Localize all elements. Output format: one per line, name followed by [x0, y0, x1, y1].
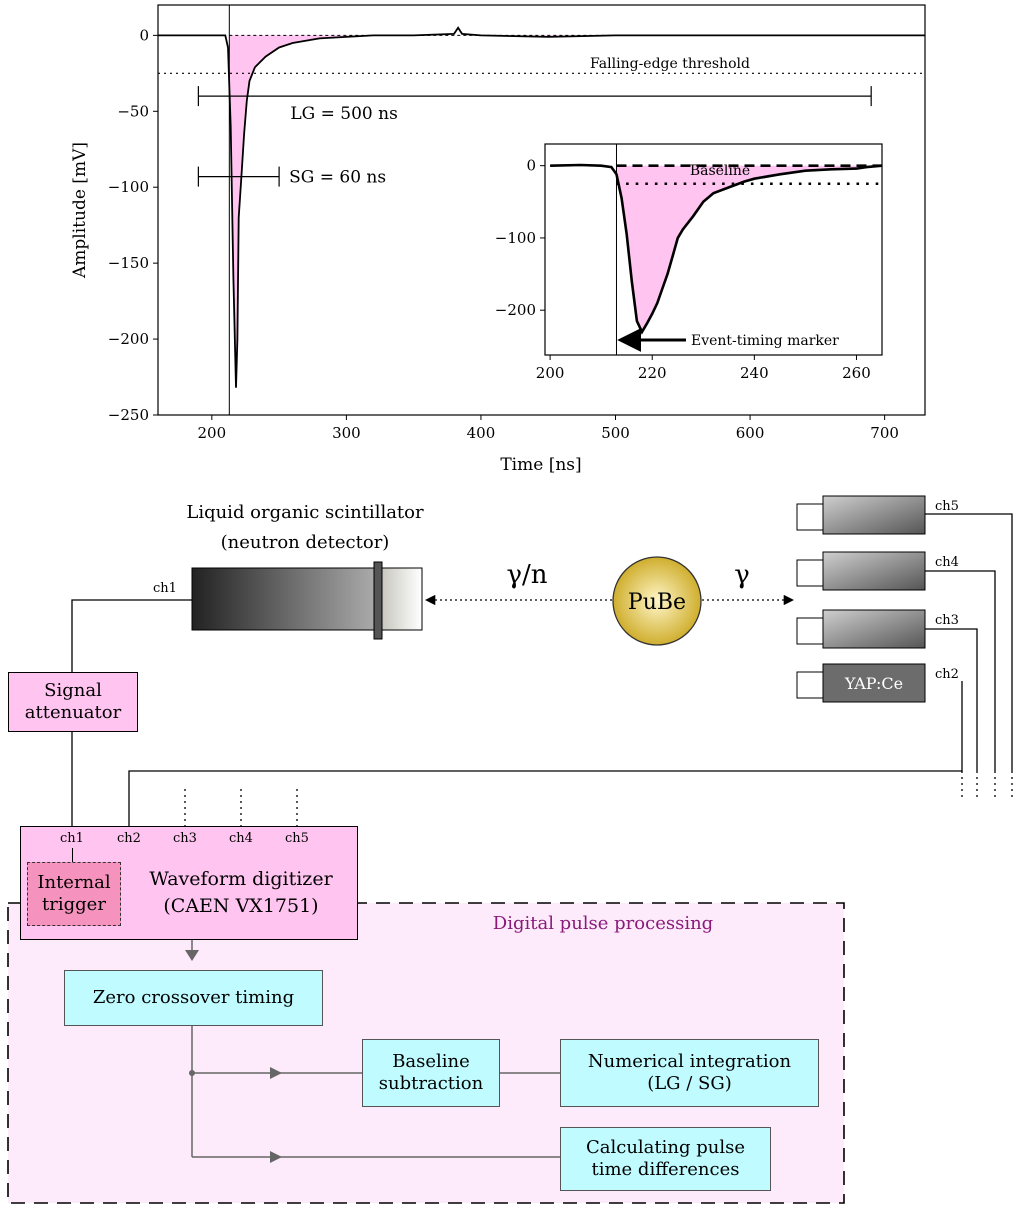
- pmt-body: [822, 663, 926, 703]
- digitizer-tick: [72, 848, 73, 862]
- pmt-window: [796, 617, 824, 645]
- pmt-channel-label: ch5: [935, 499, 959, 514]
- lg-gate-label: LG = 500 ns: [290, 104, 397, 124]
- pmt-body: [822, 495, 926, 535]
- x-axis-label: Time [ns]: [500, 455, 581, 475]
- detector-flange: [373, 561, 383, 640]
- pmt-window: [796, 559, 824, 587]
- detector-window: [381, 567, 423, 631]
- pmt-body: [822, 551, 926, 591]
- digitizer-channel-label: ch4: [229, 831, 253, 846]
- scintillator-cell: [191, 567, 376, 631]
- y-tick-label: −200: [495, 301, 536, 319]
- detector-title-line2: (neutron detector): [221, 532, 390, 553]
- trigger-line2: trigger: [42, 894, 106, 915]
- main-axes-frame: [157, 4, 926, 416]
- x-tick-label: 300: [332, 424, 361, 442]
- timediff-line1: Calculating pulse: [585, 1137, 745, 1158]
- attenuator-line1: Signal: [44, 680, 102, 701]
- source-label: PuBe: [628, 590, 686, 615]
- processing-flow-lines: [185, 940, 560, 1163]
- x-tick-label: 240: [740, 364, 769, 382]
- y-tick-label: −200: [108, 330, 149, 348]
- digitizer-channel-label: ch1: [60, 831, 84, 846]
- baseline-line1: Baseline: [392, 1051, 470, 1072]
- x-tick-label: 500: [601, 424, 630, 442]
- y-tick-label: −50: [117, 102, 149, 120]
- sg-gate-bracket: [197, 166, 280, 187]
- y-tick-label: 0: [526, 157, 536, 175]
- x-tick-label: 600: [736, 424, 765, 442]
- signal-cables: [71, 513, 1013, 826]
- x-tick-label: 260: [842, 364, 871, 382]
- inset-integrated-area-fill: [616, 165, 882, 332]
- digitizer-line2: (CAEN VX1751): [163, 895, 319, 917]
- y-tick-label: −150: [108, 254, 149, 272]
- signal-attenuator-box: Signal attenuator: [8, 672, 138, 732]
- y-tick-label: 0: [139, 26, 149, 44]
- inset-zoom-chart: 200 220 240 260 0 −100 −200 Baseline Event-ti…: [495, 143, 883, 382]
- waveform-line: [158, 26, 925, 388]
- digitizer-channel-label: ch3: [173, 831, 197, 846]
- source-right-label: γ: [734, 560, 750, 590]
- pmt-window: [796, 503, 824, 531]
- digitizer-channel-label: ch2: [117, 831, 141, 846]
- digitizer-line1: Waveform digitizer: [149, 868, 333, 890]
- lg-gate-bracket: [197, 86, 872, 107]
- source-left-label: γ/n: [506, 560, 547, 590]
- zero-crossover-box: Zero crossover timing: [64, 970, 323, 1026]
- pmt-window: [796, 671, 824, 699]
- pube-source: [612, 556, 702, 646]
- gamma-detector-array: ch5 ch4 ch3 ch2 YAP:Ce: [796, 495, 959, 703]
- digitizer-label: Waveform digitizer (CAEN VX1751): [128, 866, 354, 920]
- integration-line1: Numerical integration: [587, 1051, 792, 1072]
- y-tick-label: −250: [108, 406, 149, 424]
- y-tick-label: −100: [495, 229, 536, 247]
- y-tick-label: −100: [108, 178, 149, 196]
- pmt-body: [822, 609, 926, 649]
- x-tick-label: 400: [467, 424, 496, 442]
- x-tick-label: 200: [198, 424, 227, 442]
- inset-waveform-line: [550, 163, 883, 335]
- x-tick-label: 220: [638, 364, 667, 382]
- pmt-channel-label: ch2: [935, 667, 959, 682]
- event-timing-marker-label: Event-timing marker: [691, 333, 839, 349]
- pmt-channel-label: ch3: [935, 613, 959, 628]
- detector-title-line1: Liquid organic scintillator: [186, 502, 424, 523]
- pmt-channel-label: ch4: [935, 555, 959, 570]
- time-differences-box: Calculating pulse time differences: [560, 1127, 771, 1191]
- timediff-line2: time differences: [591, 1159, 740, 1180]
- baseline-subtraction-box: Baseline subtraction: [362, 1039, 500, 1107]
- y-axis-label: Amplitude [mV]: [70, 142, 90, 279]
- inset-axes-frame: [544, 143, 883, 356]
- trigger-line1: Internal: [37, 872, 111, 893]
- digitizer-channel-label: ch5: [285, 831, 309, 846]
- pmt-label: YAP:Ce: [844, 674, 903, 693]
- internal-trigger-box: Internal trigger: [27, 862, 121, 926]
- inset-baseline-label: Baseline: [690, 163, 750, 179]
- x-tick-label: 200: [536, 364, 565, 382]
- numerical-integration-box: Numerical integration (LG / SG): [560, 1039, 819, 1107]
- attenuator-line2: attenuator: [24, 702, 122, 723]
- baseline-line2: subtraction: [378, 1073, 484, 1094]
- processing-title: Digital pulse processing: [493, 913, 713, 934]
- integration-line2: (LG / SG): [647, 1073, 732, 1094]
- detector-channel-label: ch1: [153, 581, 177, 596]
- x-tick-label: 700: [870, 424, 899, 442]
- sg-gate-label: SG = 60 ns: [289, 168, 386, 188]
- threshold-label: Falling-edge threshold: [590, 56, 750, 72]
